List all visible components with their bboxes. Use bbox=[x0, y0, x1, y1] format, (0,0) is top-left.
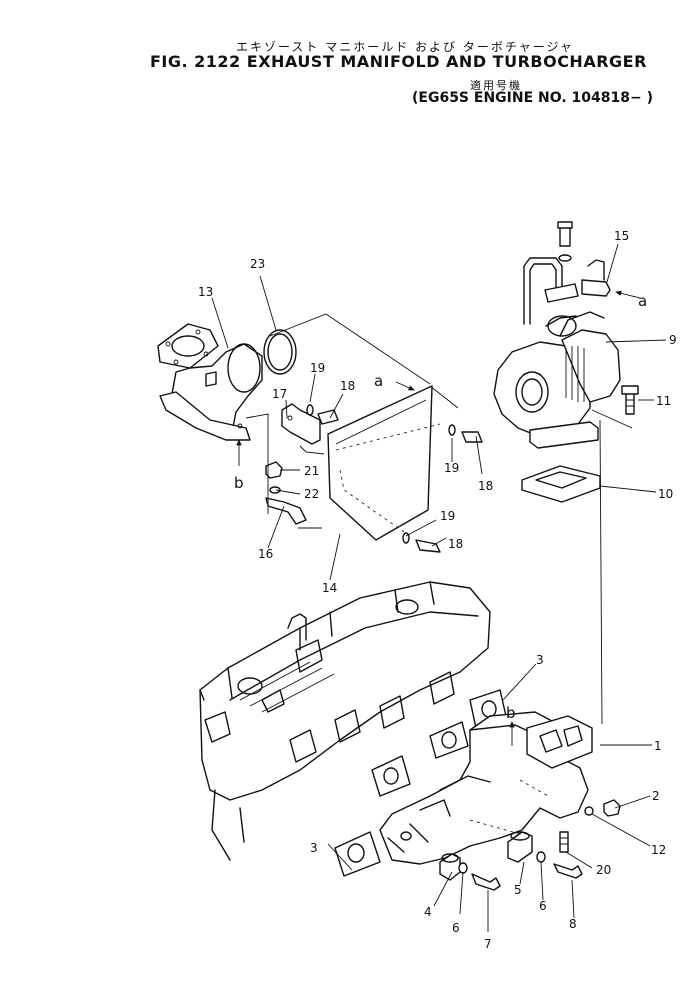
callout-8: 8 bbox=[569, 917, 577, 931]
callout-5: 5 bbox=[514, 883, 522, 897]
turbo-gasket bbox=[521, 465, 601, 503]
callout-18: 18 bbox=[478, 479, 493, 493]
callout-15: 15 bbox=[614, 229, 629, 243]
washer bbox=[458, 851, 546, 874]
callout-7: 7 bbox=[484, 937, 492, 951]
callout-6: 6 bbox=[539, 899, 547, 913]
exhaust-gasket bbox=[334, 689, 507, 877]
elbow-gasket bbox=[263, 329, 297, 375]
callout-16: 16 bbox=[258, 547, 273, 561]
callout-9: 9 bbox=[669, 333, 677, 347]
heat-shield bbox=[327, 385, 433, 541]
callout-14: 14 bbox=[322, 581, 337, 595]
exhaust-elbow bbox=[157, 323, 263, 441]
exhaust-manifold bbox=[379, 711, 593, 865]
manifold-bolt bbox=[471, 863, 583, 891]
washer bbox=[269, 486, 281, 494]
callout-numbers: 1 2 3 3 4 5 6 6 7 8 9 10 11 12 13 14 15 … bbox=[198, 229, 677, 951]
bracket bbox=[265, 497, 307, 525]
callout-23: 23 bbox=[250, 257, 265, 271]
callout-20: 20 bbox=[596, 863, 611, 877]
callout-22: 22 bbox=[304, 487, 319, 501]
callout-1: 1 bbox=[654, 739, 662, 753]
spacer bbox=[507, 831, 533, 863]
callout-19: 19 bbox=[440, 509, 455, 523]
japanese-title: エキゾースト マニホールド および ターボチャージャ bbox=[236, 40, 574, 54]
washer bbox=[584, 806, 594, 816]
callout-18: 18 bbox=[340, 379, 355, 393]
reference-letters: a a b b bbox=[234, 292, 647, 722]
callout-3: 3 bbox=[310, 841, 318, 855]
figure-title: FIG. 2122 EXHAUST MANIFOLD AND TURBOCHAR… bbox=[150, 52, 647, 71]
ref-b: b bbox=[234, 474, 244, 492]
nut bbox=[603, 799, 621, 817]
callout-13: 13 bbox=[198, 285, 213, 299]
callout-19: 19 bbox=[310, 361, 325, 375]
ref-b: b bbox=[506, 704, 516, 722]
callout-19: 19 bbox=[444, 461, 459, 475]
bracket bbox=[281, 403, 321, 445]
callout-4: 4 bbox=[424, 905, 432, 919]
callout-10: 10 bbox=[658, 487, 673, 501]
engine-applicability-note: (EG65S ENGINE NO. 104818− ) bbox=[412, 90, 653, 106]
bolt bbox=[557, 221, 573, 262]
callout-11: 11 bbox=[656, 394, 671, 408]
callout-2: 2 bbox=[652, 789, 660, 803]
engine-block bbox=[199, 581, 491, 861]
callout-18: 18 bbox=[448, 537, 463, 551]
callout-17: 17 bbox=[272, 387, 287, 401]
stud-bolt bbox=[559, 831, 569, 853]
turbocharger bbox=[493, 311, 621, 449]
callout-6: 6 bbox=[452, 921, 460, 935]
oil-pipe bbox=[523, 257, 611, 325]
nut bbox=[265, 461, 283, 479]
callout-21: 21 bbox=[304, 464, 319, 478]
callout-3: 3 bbox=[536, 653, 544, 667]
callout-12: 12 bbox=[651, 843, 666, 857]
leader-lines bbox=[211, 243, 667, 932]
ref-a: a bbox=[638, 292, 647, 310]
japanese-applicability-label: 適用号機 bbox=[470, 79, 522, 92]
bolt bbox=[621, 385, 639, 415]
bolt bbox=[317, 409, 483, 553]
ref-a: a bbox=[374, 372, 383, 390]
